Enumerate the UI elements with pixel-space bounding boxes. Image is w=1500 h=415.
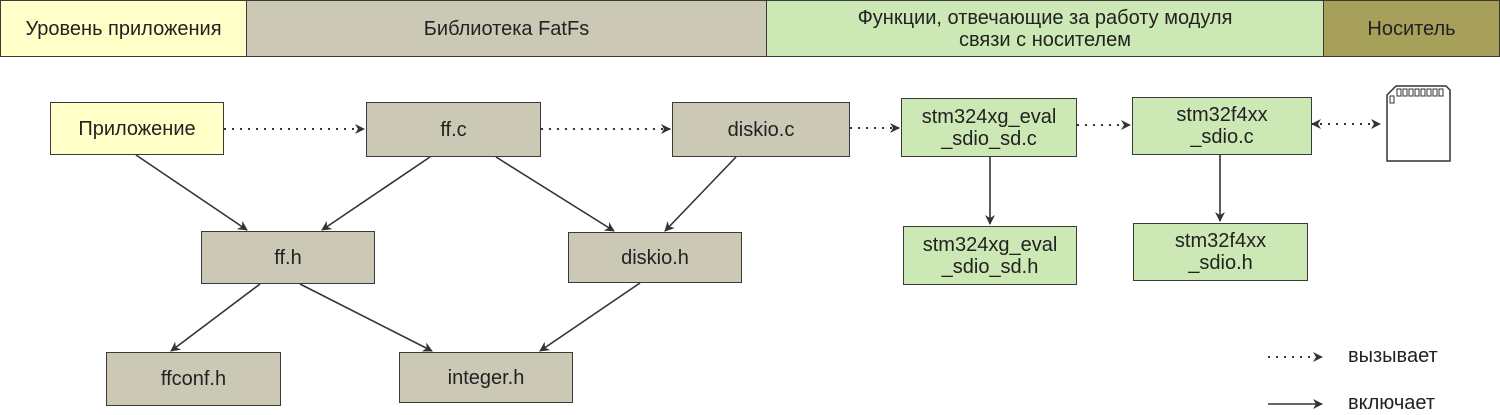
include-arrow-ff-h-to-integer-h: [299, 283, 433, 352]
include-arrow-app-to-ff-h: [135, 154, 248, 231]
node-integer-h: integer.h: [399, 352, 573, 403]
node-stm32f4xx-sdio-h: stm32f4xx _sdio.h: [1133, 223, 1308, 281]
legend-calls-label: вызывает: [1348, 345, 1438, 367]
legend-includes-label: включает: [1348, 392, 1435, 414]
include-arrow-diskio-h-to-integer-h: [539, 282, 641, 352]
layer-application-level: Уровень приложения: [0, 0, 247, 57]
node-diskio-h: diskio.h: [568, 232, 742, 283]
sd-card-icon: [1386, 85, 1451, 162]
include-arrow-diskio-c-to-diskio-h: [664, 156, 737, 232]
node-stm32f4xx-sdio-c: stm32f4xx _sdio.c: [1132, 97, 1312, 155]
node-ff-c: ff.c: [366, 102, 541, 157]
layer-media-driver-functions: Функции, отвечающие за работу модуля свя…: [766, 0, 1324, 57]
node-ffconf-h: ffconf.h: [106, 352, 281, 406]
node-stm324xg-eval-sdio-sd-c: stm324xg_eval _sdio_sd.c: [901, 98, 1077, 157]
node-diskio-c: diskio.c: [672, 102, 850, 157]
include-arrow-ff-c-to-ff-h: [321, 156, 431, 231]
node-application: Приложение: [50, 102, 224, 155]
include-arrow-ff-h-to-ffconf-h: [170, 283, 261, 352]
layer-media: Носитель: [1323, 0, 1500, 57]
node-ff-h: ff.h: [201, 231, 375, 284]
layer-fatfs-library: Библиотека FatFs: [246, 0, 767, 57]
include-arrow-ff-c-to-diskio-h: [495, 156, 615, 232]
node-stm324xg-eval-sdio-sd-h: stm324xg_eval _sdio_sd.h: [903, 226, 1077, 285]
